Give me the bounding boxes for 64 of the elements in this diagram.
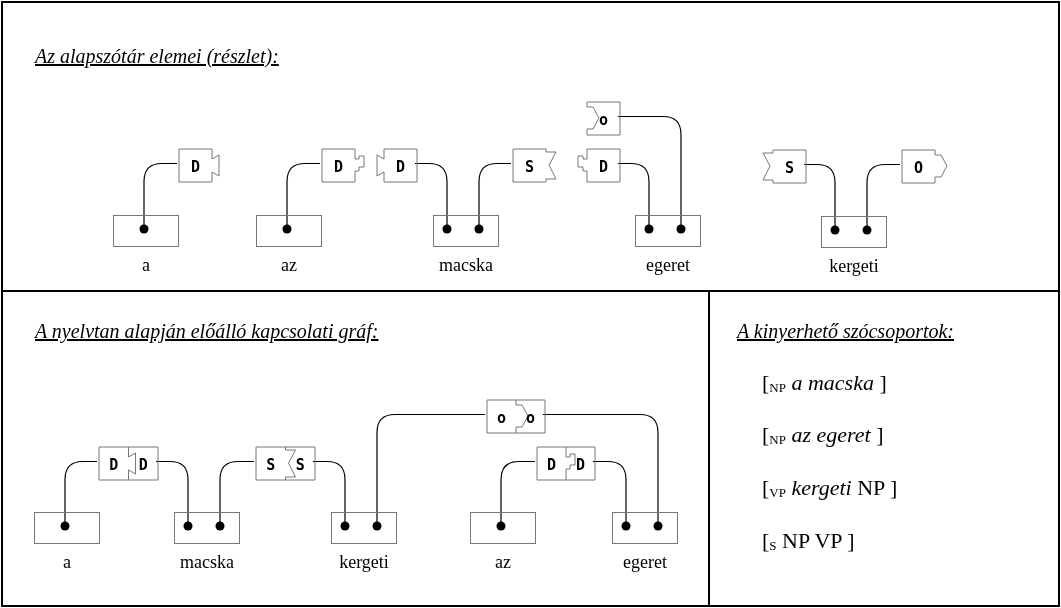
category-letter: S: [785, 160, 794, 175]
category-letter: D: [109, 457, 119, 472]
category-letter: D: [334, 159, 343, 174]
category-letter: S: [295, 457, 305, 472]
category-letter: D: [191, 159, 200, 174]
word-label: a: [63, 553, 71, 571]
connector-line: [542, 413, 663, 531]
category-letter: D: [599, 159, 608, 174]
section-panel: [1, 290, 710, 607]
connector-line: [592, 460, 631, 531]
category-letter: S: [525, 159, 534, 174]
connector-line: [215, 460, 255, 531]
section-heading: Az alapszótár elemei (részlet):: [35, 45, 279, 68]
phrase-bracket: [$_{VP}$ kergeti NP ]: [762, 475, 898, 501]
category-letter: o: [526, 410, 535, 425]
connector-line: [372, 413, 486, 531]
category-tile: [537, 447, 595, 480]
section-heading: A kinyerhető szócsoportok:: [737, 320, 954, 343]
word-label: kergeti: [339, 553, 389, 571]
section-panel: [1, 1, 1060, 292]
section-heading: A nyelvtan alapján előálló kapcsolati gráf:: [35, 320, 379, 343]
category-tile: [763, 150, 806, 183]
category-letter: D: [396, 159, 405, 174]
phrase-bracket: [$_{NP}$ a macska ]: [762, 370, 887, 396]
connector-line: [139, 162, 178, 234]
category-letter: D: [547, 457, 556, 472]
connector-line: [282, 162, 321, 234]
connector-line: [862, 163, 901, 235]
word-label: macska: [439, 256, 493, 274]
connector-line: [60, 460, 98, 531]
category-tile: [256, 447, 315, 480]
connector-line: [155, 460, 193, 531]
word-label: az: [495, 553, 511, 571]
connector-line: [496, 460, 536, 531]
connector-line: [617, 162, 654, 234]
category-letter: O: [914, 160, 923, 175]
category-tile: [513, 149, 556, 182]
connector-line: [474, 162, 512, 234]
connector-line: [803, 163, 840, 235]
category-letter: D: [138, 457, 148, 472]
category-letter: D: [576, 457, 585, 472]
category-letter: o: [599, 112, 608, 127]
word-label: egeret: [623, 553, 667, 571]
word-label: egeret: [646, 256, 690, 274]
phrase-bracket: [$_{S}$ NP VP ]: [762, 528, 855, 554]
category-tile: [578, 149, 620, 182]
category-tile: [322, 149, 364, 182]
word-label: kergeti: [829, 257, 879, 275]
connector-line: [617, 115, 686, 234]
category-letter: S: [266, 457, 276, 472]
category-letter: o: [497, 410, 506, 425]
category-tile: [99, 447, 158, 480]
connector-line: [312, 460, 350, 531]
category-tile: [377, 149, 417, 182]
category-tile: [487, 400, 545, 433]
category-tile: [587, 102, 620, 135]
connector-line: [414, 162, 452, 234]
section-panel: [708, 290, 1060, 607]
phrase-bracket: [$_{NP}$ az egeret ]: [762, 422, 884, 448]
word-label: a: [142, 256, 150, 274]
word-label: az: [281, 256, 297, 274]
category-tile: [902, 150, 947, 183]
category-tile: [179, 149, 219, 182]
word-label: macska: [180, 553, 234, 571]
